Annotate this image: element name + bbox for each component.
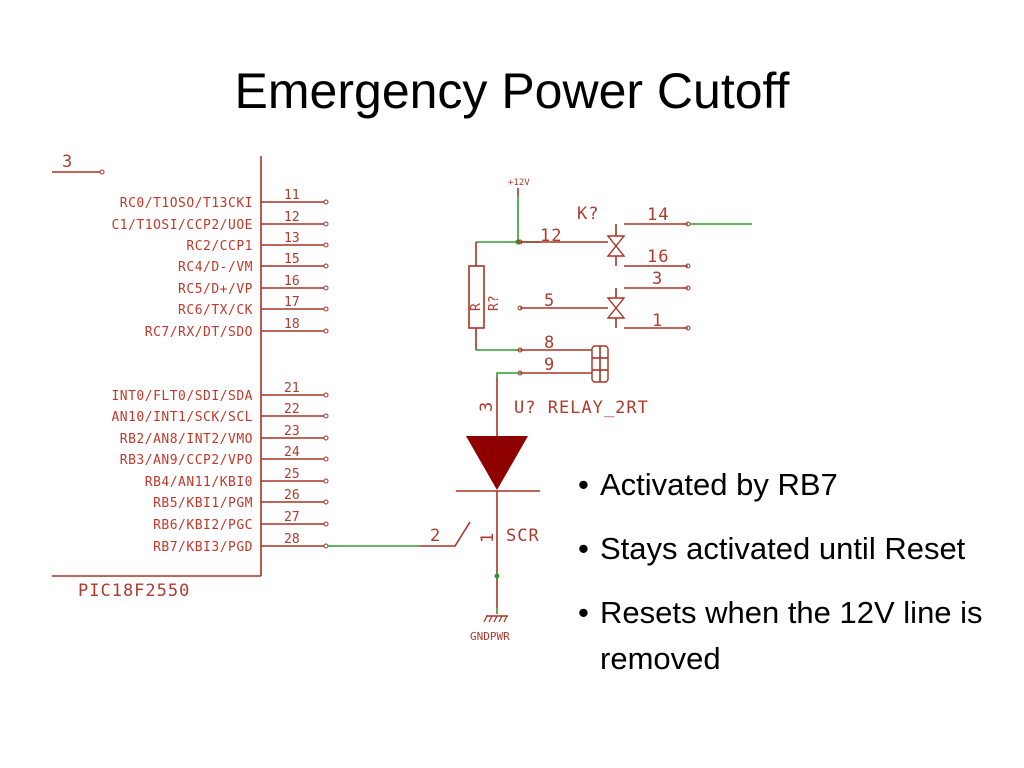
mcu-pin-name: RB6/KBI2/PGC (153, 518, 253, 533)
mcu-pin-number: 18 (284, 317, 300, 332)
mcu-pin-end (323, 306, 329, 312)
scr-anode-pin: 3 (477, 401, 497, 412)
mcu-pin-name: RB7/KBI3/PGD (153, 540, 253, 555)
mcu-pin-name: RC0/T1OSO/T13CKI (120, 196, 253, 211)
power-12v-label: +12V (508, 178, 530, 188)
scr-label: SCR (506, 526, 540, 546)
relay-contact-2 (606, 297, 626, 319)
mcu-pin3-number: 3 (62, 152, 73, 172)
mcu-block: 3 PIC18F2550 RC0/T1OSO/T13CKI 11C1/T1OSI/… (52, 152, 329, 601)
bullet-item: •Activated by RB7 (578, 467, 838, 502)
ground-hatch (483, 615, 508, 623)
scr-symbol (466, 436, 528, 490)
relay-pin-number: 16 (647, 247, 669, 267)
relay-pin-number: 8 (544, 333, 555, 353)
power-12v: +12V (508, 178, 530, 245)
bullet-item: •Stays activated until Reset (578, 531, 966, 566)
relay-pin-number: 9 (544, 355, 555, 375)
mcu-pin-number: 25 (284, 467, 300, 482)
mcu-pin-number: 23 (284, 424, 300, 439)
mcu-pin-number: 24 (284, 445, 300, 460)
mcu-pin-name: RC2/CCP1 (186, 239, 253, 254)
scr-junction (494, 573, 500, 579)
relay-pin-number: 12 (540, 226, 562, 246)
relay-contact-1 (606, 235, 626, 257)
scr-gate-lead (420, 521, 471, 547)
ground-symbol: GNDPWR (470, 608, 510, 643)
mcu-pin-end (323, 285, 329, 291)
relay-ref: K? (577, 204, 599, 224)
relay-pin-end (685, 325, 691, 331)
mcu-pin3-end (99, 169, 105, 175)
bullet-item: •Resets when the 12V line is removed (578, 595, 983, 676)
scr-thyristor: 3 1 SCR (456, 378, 540, 608)
mcu-pin-number: 21 (284, 381, 300, 396)
mcu-pin-end (323, 199, 329, 205)
mcu-pin-number: 11 (284, 188, 300, 203)
mcu-pin-end (323, 521, 329, 527)
mcu-pin-end (323, 543, 329, 549)
mcu-pin-name: C1/T1OSI/CCP2/UOE (111, 218, 253, 233)
bullet-list: •Activated by RB7 •Stays activated until… (578, 462, 998, 700)
scr-cathode-pin: 1 (478, 532, 498, 543)
mcu-pin-end (323, 413, 329, 419)
relay: K? U? RELAY_2RT 14 12 163 5 1 89 (514, 204, 752, 418)
mcu-pin-name: RC4/D-/VM (178, 260, 253, 275)
slide-title: Emergency Power Cutoff (234, 63, 790, 119)
ground-label: GNDPWR (470, 630, 510, 643)
mcu-pin-number: 22 (284, 402, 300, 417)
resistor-ref: R? (487, 295, 502, 311)
bullet-text: Stays activated until Reset (600, 531, 966, 566)
bullet-text: Activated by RB7 (600, 467, 838, 502)
mcu-pin-end (323, 263, 329, 269)
relay-pin-list: 14 12 163 5 1 89 (517, 205, 691, 376)
mcu-pin-number: 13 (284, 231, 300, 246)
mcu-pin-name: RB3/AN9/CCP2/VPO (120, 453, 253, 468)
mcu-pin-name: AN10/INT1/SCK/SCL (111, 410, 253, 425)
relay-to-scr-wire (496, 372, 520, 378)
resistor-body (468, 265, 485, 329)
mcu-pin-number: 15 (284, 252, 300, 267)
mcu-pin-number: 27 (284, 510, 300, 525)
mcu-pin-name: RB2/AN8/INT2/VMO (120, 432, 253, 447)
mcu-part-label: PIC18F2550 (78, 581, 190, 601)
relay-pin-end (517, 239, 523, 245)
mcu-pin-end (323, 328, 329, 334)
mcu-pin-end (323, 478, 329, 484)
mcu-pin-end (323, 499, 329, 505)
mcu-pin-end (323, 456, 329, 462)
mcu-pin-number: 16 (284, 274, 300, 289)
relay-pin-number: 3 (652, 269, 663, 289)
mcu-pin-end (323, 242, 329, 248)
mcu-pin-end (323, 392, 329, 398)
mcu-pin-end (323, 435, 329, 441)
mcu-pin-name: RC6/TX/CK (178, 303, 253, 318)
relay-pin-number: 5 (544, 291, 555, 311)
mcu-pin-end (323, 221, 329, 227)
mcu-pin-number: 28 (284, 532, 300, 547)
relay-pin-end (517, 305, 523, 311)
bullet-text: Resets when the 12V line is removed (600, 595, 983, 676)
relay-pin-end (685, 285, 691, 291)
mcu-pin-name: RC5/D+/VP (178, 282, 253, 297)
relay-label: U? RELAY_2RT (514, 398, 649, 418)
relay-pin-number: 1 (652, 311, 663, 331)
mcu-pin-name: RB5/KBI1/PGM (153, 496, 253, 511)
relay-pin-number: 14 (647, 205, 669, 225)
mcu-pin-name: RB4/AN11/KBI0 (145, 475, 253, 490)
relay-pin-end (517, 347, 523, 353)
mcu-pin-name: INT0/FLT0/SDI/SDA (111, 389, 253, 404)
resistor-value: R (469, 303, 484, 311)
scr-gate-pin: 2 (430, 526, 441, 546)
mcu-pin-name: RC7/RX/DT/SDO (145, 325, 253, 340)
relay-pin-end (685, 263, 691, 269)
mcu-pin-number: 12 (284, 210, 300, 225)
resistor: R R? (468, 241, 540, 351)
mcu-pin-number: 26 (284, 488, 300, 503)
mcu-pin-number: 17 (284, 295, 300, 310)
